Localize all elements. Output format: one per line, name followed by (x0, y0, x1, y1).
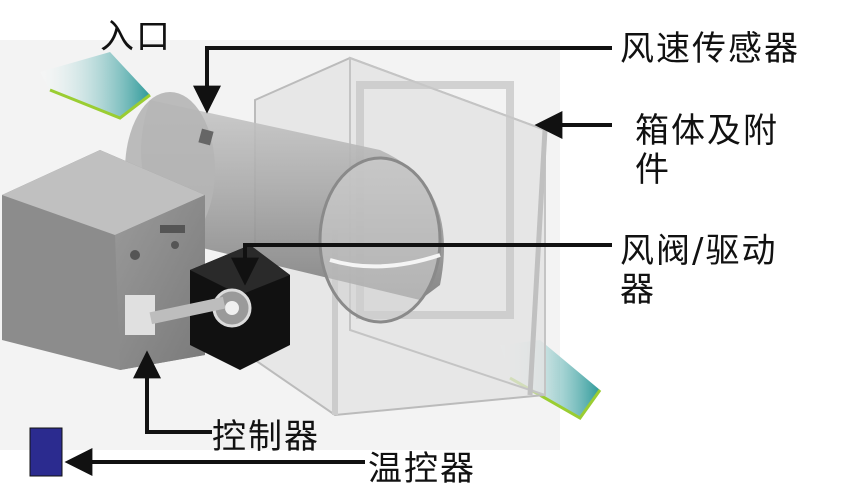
damper-label: 风阀/驱动 器 (620, 231, 778, 311)
inlet-cylinder (125, 92, 444, 324)
leader-airflow-sensor (193, 46, 612, 114)
box-label: 箱体及附 件 (635, 111, 779, 191)
airflow-sensor-label: 风速传感器 (620, 29, 800, 69)
controller-label: 控制器 (212, 417, 320, 457)
controller-enclosure (2, 150, 205, 370)
inlet-flow-arrow (40, 52, 151, 120)
thermostat-label: 温控器 (368, 449, 476, 489)
thermostat-unit (29, 427, 63, 477)
leader-lines (64, 46, 612, 476)
inlet-label: 入口 (100, 17, 172, 57)
leader-damper (231, 243, 612, 286)
leader-controller (133, 350, 212, 434)
